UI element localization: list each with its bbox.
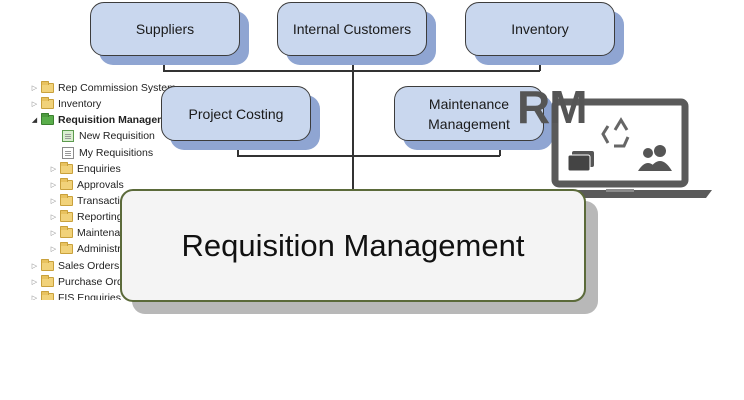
tree-item-label: Reporting bbox=[77, 211, 123, 223]
connector-suppliers bbox=[163, 56, 165, 71]
module-label-line1: Maintenance bbox=[428, 95, 510, 112]
tree-item-label: FIS Enquiries bbox=[58, 292, 122, 300]
tree-item-enquiries[interactable]: ▷ Enquiries bbox=[49, 161, 121, 177]
tree-item-reporting[interactable]: ▷ Reporting bbox=[49, 209, 123, 225]
tree-item-rep-commission[interactable]: ▷ Rep Commission System bbox=[30, 80, 176, 96]
module-internal-customers: Internal Customers bbox=[277, 2, 427, 56]
documents-icon bbox=[567, 151, 594, 172]
folder-green-icon bbox=[41, 113, 54, 125]
tree-item-requisition-management[interactable]: ◢ Requisition Management bbox=[30, 112, 182, 128]
expand-arrow-icon[interactable]: ▷ bbox=[50, 246, 57, 253]
folder-icon bbox=[60, 194, 73, 206]
folder-icon bbox=[60, 178, 73, 190]
tree-item-approvals[interactable]: ▷ Approvals bbox=[49, 177, 124, 193]
module-maintenance-management: Maintenance Management bbox=[394, 86, 544, 141]
folder-icon bbox=[41, 291, 54, 300]
module-label: Project Costing bbox=[188, 105, 284, 122]
module-label: Internal Customers bbox=[292, 21, 412, 37]
folder-icon bbox=[60, 242, 73, 254]
expand-arrow-icon[interactable]: ▷ bbox=[50, 182, 57, 189]
recycle-icon bbox=[601, 117, 630, 148]
folder-icon bbox=[41, 259, 54, 271]
folder-icon bbox=[60, 210, 73, 222]
tree-item-fis-enquiries[interactable]: ▷ FIS Enquiries bbox=[30, 290, 121, 300]
connector-bottom-horizontal bbox=[237, 155, 500, 157]
tree-item-label: Sales Orders bbox=[58, 260, 120, 272]
connector-project-costing bbox=[237, 141, 239, 156]
tree-item-label: New Requisition bbox=[79, 130, 155, 142]
users-icon bbox=[638, 145, 672, 171]
laptop-icon bbox=[528, 98, 712, 198]
tree-item-label: Enquiries bbox=[77, 163, 121, 175]
tree-item-label: Requisition Management bbox=[58, 114, 183, 126]
expand-arrow-icon[interactable]: ▷ bbox=[31, 263, 38, 270]
expand-arrow-icon[interactable]: ▷ bbox=[50, 230, 57, 237]
tree-item-sales-orders[interactable]: ▷ Sales Orders bbox=[30, 258, 119, 274]
connector-inventory bbox=[539, 56, 541, 71]
folder-icon bbox=[41, 81, 54, 93]
folder-icon bbox=[60, 162, 73, 174]
collapse-arrow-icon[interactable]: ◢ bbox=[31, 117, 38, 124]
tree-item-purchase-orders[interactable]: ▷ Purchase Orders bbox=[30, 274, 137, 290]
tree-item-label: Approvals bbox=[77, 179, 124, 191]
tree-item-my-requisitions[interactable]: My Requisitions bbox=[62, 145, 153, 161]
tree-item-inventory[interactable]: ▷ Inventory bbox=[30, 96, 101, 112]
expand-arrow-icon[interactable]: ▷ bbox=[50, 166, 57, 173]
tree-item-new-requisition[interactable]: New Requisition bbox=[62, 128, 155, 144]
module-label: Inventory bbox=[511, 21, 569, 37]
navigation-tree: ▷ Rep Commission System ▷ Inventory ◢ Re… bbox=[30, 78, 200, 300]
expand-arrow-icon[interactable]: ▷ bbox=[31, 85, 38, 92]
tree-item-label: Rep Commission System bbox=[58, 82, 176, 94]
module-label: Suppliers bbox=[135, 21, 195, 37]
tree-item-label: Inventory bbox=[58, 98, 102, 110]
connector-top-horizontal bbox=[163, 70, 540, 72]
module-suppliers: Suppliers bbox=[90, 2, 240, 56]
module-label-line2: Management bbox=[428, 115, 510, 132]
rm-logo-text: RM bbox=[517, 81, 588, 133]
expand-arrow-icon[interactable]: ▷ bbox=[50, 198, 57, 205]
document-icon bbox=[62, 130, 74, 142]
module-inventory: Inventory bbox=[465, 2, 615, 56]
module-project-costing: Project Costing bbox=[161, 86, 311, 141]
document-icon bbox=[62, 147, 74, 159]
tree-item-label: Purchase Orders bbox=[58, 276, 138, 288]
requisition-management-box: Requisition Management bbox=[120, 189, 586, 302]
folder-icon bbox=[41, 97, 54, 109]
central-title: Requisition Management bbox=[181, 227, 525, 263]
tree-item-label: My Requisitions bbox=[79, 147, 154, 159]
folder-icon bbox=[60, 226, 73, 238]
expand-arrow-icon[interactable]: ▷ bbox=[31, 101, 38, 108]
connector-internal-customers bbox=[352, 56, 354, 190]
expand-arrow-icon[interactable]: ▷ bbox=[31, 295, 38, 300]
expand-arrow-icon[interactable]: ▷ bbox=[31, 279, 38, 286]
folder-icon bbox=[41, 275, 54, 287]
connector-maintenance bbox=[499, 141, 501, 156]
expand-arrow-icon[interactable]: ▷ bbox=[50, 214, 57, 221]
